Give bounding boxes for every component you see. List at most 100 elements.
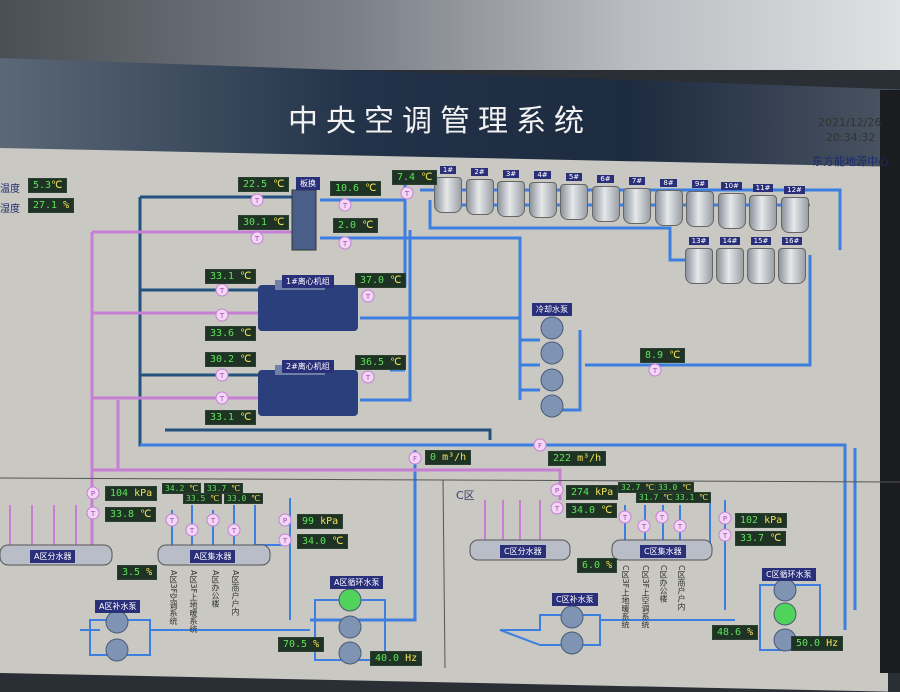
pump-icon[interactable] [540,316,564,340]
temperature-sensor-icon[interactable]: T [250,193,264,207]
temperature-sensor-icon[interactable]: T [165,513,179,527]
zone-a-branch-1: A区3F空调系统 [169,570,178,626]
zone-a-branch-2: A区3F上地暖系统 [189,570,198,634]
pump-icon[interactable] [773,578,797,602]
svg-text:T: T [254,197,260,205]
tower-icon [747,248,775,284]
pump-icon[interactable] [540,394,564,418]
cooling-tower-9[interactable]: 9# [686,171,714,228]
pump-icon[interactable] [338,615,362,639]
cooling-tower-15[interactable]: 15# [747,228,775,284]
plate-exchanger [291,189,317,251]
temperature-sensor-icon[interactable]: T [206,513,220,527]
tower-icon [560,184,588,221]
cooling-tower-12[interactable]: 12# [780,177,809,233]
pump-running-icon[interactable] [773,602,797,626]
temperature-sensor-icon[interactable]: T [215,368,229,382]
temperature-sensor-icon[interactable]: T [215,391,229,405]
pump-icon[interactable] [540,341,564,365]
cooling-tower-5[interactable]: 5# [560,164,588,221]
cooling-tower-13[interactable]: 13# [685,228,713,284]
a-return-t-readout: 34.0 ℃ [297,534,349,549]
pump-icon[interactable] [105,610,129,634]
cooling-tower-1[interactable]: 1# [434,157,462,213]
cooling-tower-2[interactable]: 2# [465,159,494,215]
tower-label: 15# [750,237,772,245]
ch2-b-readout: 33.1 ℃ [205,410,257,425]
temperature-sensor-icon[interactable]: T [550,501,564,515]
svg-text:T: T [219,372,225,380]
temperature-sensor-icon[interactable]: T [250,231,264,245]
pump-running-icon[interactable] [338,588,362,612]
temperature-sensor-icon[interactable]: T [338,198,352,212]
zone-a-makeup-pump-label: A区补水泵 [95,600,141,613]
cooling-tower-7[interactable]: 7# [623,168,651,224]
temperature-sensor-icon[interactable]: T [361,370,375,384]
pressure-sensor-icon[interactable]: P [718,511,732,525]
zone-c-branch-4: C区商户户内 [677,565,686,611]
svg-text:T: T [652,367,658,375]
flow-sensor-icon[interactable]: F [533,438,547,452]
zone-c-title: C区 [456,489,475,502]
pressure-sensor-icon[interactable]: P [550,483,564,497]
a-t4-readout: 33.0 ℃ [224,493,264,504]
temperature-sensor-icon[interactable]: T [637,519,651,533]
flow-sensor-icon[interactable]: F [408,451,422,465]
c-t2-readout: 31.7 ℃ [636,492,676,503]
temperature-sensor-icon[interactable]: T [648,363,662,377]
tower-icon [497,180,525,217]
outdoor-temp-readout: 5.3℃ [28,178,68,193]
cooling-tower-11[interactable]: 11# [749,175,777,231]
cooling-tower-6[interactable]: 6# [591,166,620,222]
pump-icon[interactable] [560,631,584,655]
tower-icon [778,248,806,284]
tower-icon [686,191,714,228]
cooling-tower-14[interactable]: 14# [716,228,744,284]
cooling-tower-16[interactable]: 16# [778,228,806,284]
pump-icon[interactable] [560,605,584,629]
temperature-sensor-icon[interactable]: T [655,510,669,524]
zone-c-circ-pump-label: C区循环水泵 [762,568,816,581]
temperature-sensor-icon[interactable]: T [86,506,100,520]
zone-a-collector-label: A区集水器 [190,550,236,563]
cooling-tower-3[interactable]: 3# [497,161,525,217]
temperature-sensor-icon[interactable]: T [215,283,229,297]
svg-text:T: T [722,532,728,540]
svg-text:T: T [659,514,665,522]
temperature-sensor-icon[interactable]: T [215,308,229,322]
tower-label: 5# [565,173,583,182]
temperature-sensor-icon[interactable]: T [361,289,375,303]
temperature-sensor-icon[interactable]: T [618,510,632,524]
temperature-sensor-icon[interactable]: T [185,523,199,537]
tower-icon [591,186,620,222]
chiller-2-label: 2#离心机组 [282,360,334,373]
zone-c-branch-2: C区3F上空调系统 [641,565,650,629]
time: 20:34:32 [826,131,876,144]
c-supply-p-readout: 274 kPa [566,485,619,500]
cooling-tower-10[interactable]: 10# [717,173,746,230]
pressure-sensor-icon[interactable]: P [86,486,100,500]
pump-icon[interactable] [540,368,564,392]
tower-label: 12# [784,185,805,194]
cooling-tower-4[interactable]: 4# [528,162,557,219]
temperature-sensor-icon[interactable]: T [227,523,241,537]
pump-icon[interactable] [105,638,129,662]
temperature-sensor-icon[interactable]: T [673,519,687,533]
tower-label: 16# [781,237,803,245]
pump-icon[interactable] [338,641,362,665]
pressure-sensor-icon[interactable]: P [278,513,292,527]
zone-c-branch-1: C区3F上地暖系统 [621,565,630,629]
temperature-sensor-icon[interactable]: T [400,186,414,200]
ch2-a-readout: 30.2 ℃ [205,352,257,367]
temperature-sensor-icon[interactable]: T [278,533,292,547]
c-return-t-readout: 33.7 ℃ [735,531,787,546]
temperature-sensor-icon[interactable]: T [718,528,732,542]
svg-text:T: T [231,527,237,535]
tower-label: 1# [439,166,457,174]
tower-label: 7# [628,176,646,185]
c-supply-t-readout: 34.0 ℃ [566,503,618,518]
page-title: 中央空调管理系统 [288,104,592,139]
temperature-sensor-icon[interactable]: T [338,236,352,250]
cooling-tower-8[interactable]: 8# [654,170,683,226]
